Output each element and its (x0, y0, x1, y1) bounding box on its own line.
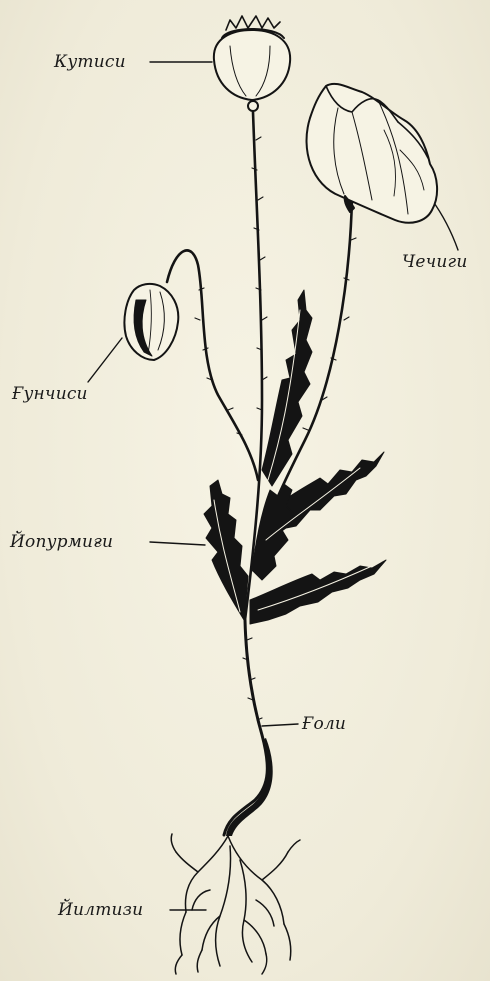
capsule (214, 16, 290, 111)
roots (171, 834, 300, 974)
label-capsule: Кутиси (54, 52, 126, 72)
label-leaf: Йопурмиғи (10, 532, 113, 552)
label-root: Йилтизи (58, 900, 143, 920)
bud (124, 284, 178, 360)
label-flower: Чечиги (402, 252, 467, 272)
label-stem: Ғоли (302, 714, 346, 734)
flower (307, 84, 438, 223)
label-bud: Ғунчиси (12, 384, 88, 404)
leaves (204, 290, 386, 624)
